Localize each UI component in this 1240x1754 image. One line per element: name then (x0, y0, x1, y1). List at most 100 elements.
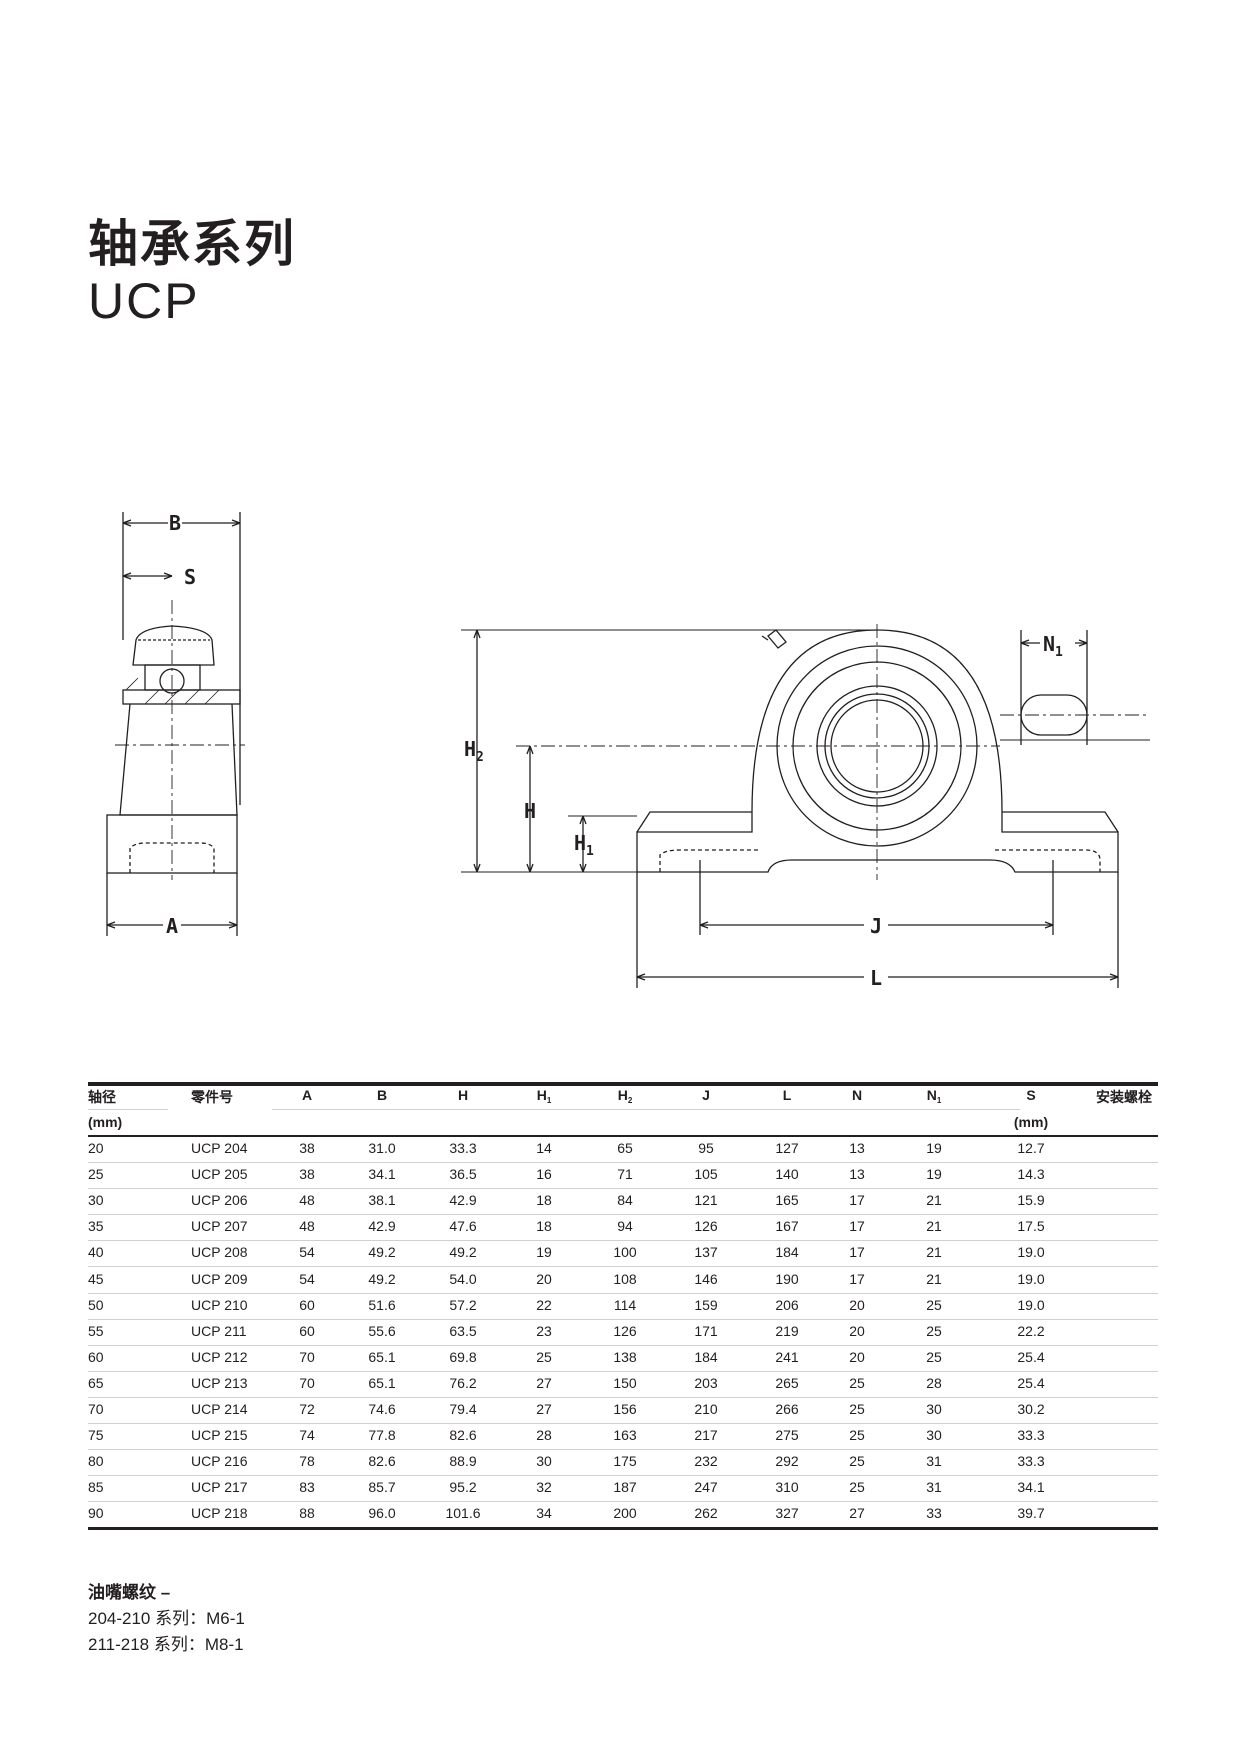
table-cell: 19 (926, 1140, 942, 1156)
table-cell: 19 (926, 1166, 942, 1183)
table-cell: 20 (849, 1348, 865, 1365)
table-cell: 60 (299, 1296, 315, 1313)
table-cell: 20 (88, 1140, 104, 1156)
table-cell: 14 (536, 1140, 552, 1156)
table-cell: 101.6 (445, 1505, 481, 1522)
table-cell: 38 (299, 1140, 315, 1156)
table-cell: 51.6 (368, 1296, 396, 1313)
table-cell: UCP 212 (191, 1348, 248, 1365)
table-cell: 49.2 (368, 1270, 396, 1287)
table-cell: 27 (536, 1401, 552, 1417)
column-header-label: H (617, 1087, 628, 1103)
table-cell: 34.1 (1017, 1479, 1045, 1496)
column-header: J (702, 1087, 710, 1103)
table-cell: 20 (536, 1270, 552, 1287)
column-header-label: S (1026, 1087, 1036, 1103)
table-cell: 30 (926, 1401, 942, 1417)
table-cell: 200 (613, 1505, 637, 1522)
table-cell: 25 (926, 1296, 942, 1313)
table-cell: 85.7 (368, 1479, 396, 1496)
table-cell: 50 (88, 1296, 104, 1313)
table-cell: 184 (694, 1348, 718, 1365)
table-cell: 22 (536, 1296, 552, 1313)
row-divider (88, 1396, 1158, 1398)
table-cell: 27 (536, 1374, 552, 1391)
dim-label-N1: N1 (1043, 632, 1063, 660)
table-cell: 80 (88, 1453, 104, 1470)
table-cell: 241 (775, 1348, 799, 1365)
table-cell: 49.2 (449, 1244, 477, 1261)
column-header: N1 (927, 1087, 942, 1105)
table-cell: 15.9 (1017, 1192, 1045, 1209)
table-cell: 19 (536, 1244, 552, 1261)
table-cell: 21 (926, 1218, 942, 1235)
table-cell: 187 (613, 1479, 637, 1496)
table-cell: 45 (88, 1270, 104, 1287)
table-cell: 33.3 (1017, 1427, 1045, 1444)
table-cell: 232 (694, 1453, 718, 1470)
table-cell: UCP 207 (191, 1218, 248, 1235)
row-divider (88, 1344, 1158, 1346)
row-divider (272, 1109, 1020, 1110)
dim-label-B: B (169, 511, 181, 535)
table-cell: 310 (775, 1479, 799, 1496)
table-cell: 203 (694, 1374, 718, 1391)
table-cell: 82.6 (449, 1427, 477, 1444)
table-cell: 76.2 (449, 1374, 477, 1391)
bearing-drawing: B S A H2 H H1 J L N1 (106, 511, 1150, 990)
notes-line: 211-218 系列：M8-1 (88, 1635, 244, 1654)
column-header: 安装螺栓 (1096, 1087, 1152, 1107)
table-cell: 159 (694, 1296, 718, 1313)
table-cell: 32 (536, 1479, 552, 1496)
table-cell: UCP 213 (191, 1374, 248, 1391)
table-cell: 100 (613, 1244, 637, 1261)
table-cell: 82.6 (368, 1453, 396, 1470)
table-cell: 206 (775, 1296, 799, 1313)
column-header-label: 安装螺栓 (1096, 1089, 1152, 1105)
table-cell: 247 (694, 1479, 718, 1496)
table-cell: 126 (694, 1218, 718, 1235)
table-cell: 17 (849, 1270, 865, 1287)
column-header: B (377, 1087, 387, 1103)
table-cell: 327 (775, 1505, 799, 1522)
table-cell: 60 (299, 1322, 315, 1339)
table-cell: 31.0 (368, 1140, 396, 1156)
table-cell: 25 (849, 1374, 865, 1391)
table-cell: 217 (694, 1427, 718, 1444)
table-cell: 88 (299, 1505, 315, 1522)
table-cell: 72 (299, 1401, 315, 1417)
dim-label-H1: H1 (574, 831, 594, 859)
table-cell: 54.0 (449, 1270, 477, 1287)
dim-label-H: H (524, 799, 536, 823)
table-cell: 25 (536, 1348, 552, 1365)
table-cell: 39.7 (1017, 1505, 1045, 1522)
table-cell: 137 (694, 1244, 718, 1261)
table-cell: 163 (613, 1427, 637, 1444)
table-cell: 48 (299, 1192, 315, 1209)
table-cell: 78 (299, 1453, 315, 1470)
table-cell: 70 (299, 1348, 315, 1365)
column-header: 轴径 (88, 1087, 116, 1107)
row-divider (88, 1475, 1158, 1477)
table-cell: 13 (849, 1140, 865, 1156)
table-cell: 150 (613, 1374, 637, 1391)
table-cell: 18 (536, 1218, 552, 1235)
table-cell: 22.2 (1017, 1322, 1045, 1339)
dim-label-H2: H2 (464, 737, 484, 765)
table-cell: 55 (88, 1322, 104, 1339)
table-cell: 63.5 (449, 1322, 477, 1339)
table-cell: 21 (926, 1192, 942, 1209)
table-cell: 219 (775, 1322, 799, 1339)
table-cell: 25 (849, 1479, 865, 1496)
table-cell: 190 (775, 1270, 799, 1287)
column-header-label: J (702, 1087, 710, 1103)
table-cell: 210 (694, 1401, 718, 1417)
dim-label-J: J (870, 914, 882, 938)
table-cell: 21 (926, 1270, 942, 1287)
table-cell: 25 (926, 1348, 942, 1365)
table-cell: UCP 217 (191, 1479, 248, 1496)
table-cell: 108 (613, 1270, 637, 1287)
table-cell: 30 (88, 1192, 104, 1209)
table-cell: 28 (536, 1427, 552, 1444)
page-title: 轴承系列 (88, 215, 296, 273)
